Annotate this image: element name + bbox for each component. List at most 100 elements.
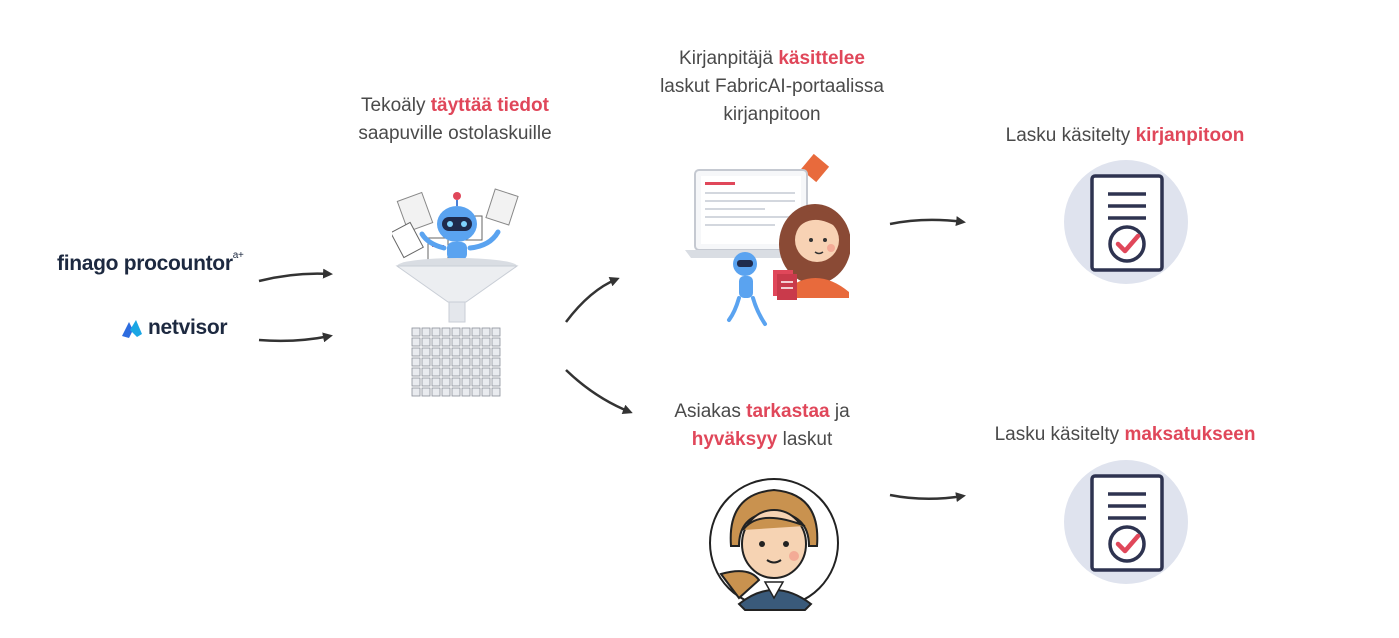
- invoice-thumbnail: [451, 327, 461, 337]
- invoice-thumbnail: [471, 367, 481, 377]
- accountant-caption-highlight: käsittelee: [778, 48, 865, 69]
- robot-funnel-illustration: [392, 188, 519, 397]
- invoice-thumbnail: [471, 357, 481, 367]
- document-check-icon: [1064, 160, 1188, 284]
- invoice-thumbnail: [491, 377, 501, 387]
- invoice-thumbnail: [491, 357, 501, 367]
- invoice-thumbnail: [491, 337, 501, 347]
- invoice-thumbnail: [411, 347, 421, 357]
- robot-icon: [727, 252, 797, 326]
- invoice-thumbnail: [431, 367, 441, 377]
- invoice-thumbnail: [441, 357, 451, 367]
- arrow-icon: [258, 332, 333, 343]
- invoice-thumbnail: [421, 337, 431, 347]
- invoice-thumbnail: [431, 347, 441, 357]
- woman-avatar-icon: [709, 478, 839, 611]
- invoice-thumbnail: [441, 347, 451, 357]
- accountant-illustration: [685, 153, 850, 326]
- ai-caption-text: Tekoäly: [361, 95, 431, 116]
- customer-avatar-illustration: [709, 478, 839, 611]
- invoice-thumbnail: [411, 377, 421, 387]
- invoice-thumbnail: [431, 337, 441, 347]
- invoice-thumbnail: [461, 337, 471, 347]
- invoice-thumbnail: [441, 337, 451, 347]
- invoice-thumbnail: [491, 367, 501, 377]
- customer-caption-text: Asiakas: [674, 401, 747, 422]
- invoice-thumbnail: [491, 347, 501, 357]
- invoice-thumbnail: [451, 357, 461, 367]
- invoice-thumbnail: [481, 347, 491, 357]
- invoice-thumbnail: [481, 327, 491, 337]
- invoice-thumbnail: [411, 327, 421, 337]
- robot-icon: [419, 192, 501, 260]
- ai-caption-line2: saapuville ostolaskuille: [358, 123, 552, 144]
- invoice-thumbnail: [491, 387, 501, 397]
- invoice-thumbnail: [471, 327, 481, 337]
- invoice-thumbnail: [421, 367, 431, 377]
- invoice-thumbnail: [441, 377, 451, 387]
- arrow-icon: [889, 216, 966, 227]
- invoice-thumbnail: [421, 347, 431, 357]
- invoice-thumbnail: [411, 367, 421, 377]
- accountant-step-caption: Kirjanpitäjä käsittelee laskut FabricAI-…: [612, 45, 932, 129]
- invoice-thumbnail: [451, 377, 461, 387]
- invoice-thumbnail: [421, 387, 431, 397]
- invoice-thumbnail: [441, 387, 451, 397]
- customer-step-caption: Asiakas tarkastaa ja hyväksyy laskut: [612, 398, 912, 454]
- invoice-thumbnail: [461, 357, 471, 367]
- invoice-thumbnail: [461, 387, 471, 397]
- laptop-icon: [685, 169, 817, 258]
- customer-caption-highlight: tarkastaa: [746, 401, 830, 422]
- invoice-thumbnail: [421, 357, 431, 367]
- document-check-icon: [1064, 460, 1188, 584]
- result-payment-text: Lasku käsitelty: [994, 424, 1125, 445]
- customer-caption-highlight2: hyväksyy: [691, 429, 778, 450]
- result-bookkeeping-caption: Lasku käsitelty kirjanpitoon: [960, 122, 1290, 150]
- netvisor-icon: [122, 320, 142, 338]
- invoice-thumbnail: [481, 357, 491, 367]
- invoice-thumbnail: [481, 367, 491, 377]
- invoice-thumbnail: [481, 337, 491, 347]
- invoice-thumbnail: [411, 337, 421, 347]
- invoice-thumbnail: [431, 377, 441, 387]
- funnel-icon: [395, 258, 519, 323]
- accountant-caption-line2: laskut FabricAI-portaalissa: [660, 76, 884, 97]
- invoice-thumbnail: [471, 377, 481, 387]
- invoice-thumbnail: [491, 327, 501, 337]
- invoice-grid: [411, 327, 501, 397]
- result-payment-caption: Lasku käsitelty maksatukseen: [955, 421, 1295, 449]
- netvisor-logo-text: netvisor: [148, 316, 228, 339]
- accountant-caption-line3: kirjanpitoon: [723, 104, 821, 125]
- invoice-thumbnail: [461, 367, 471, 377]
- invoice-thumbnail: [411, 387, 421, 397]
- arrow-icon: [258, 268, 333, 283]
- invoice-thumbnail: [431, 357, 441, 367]
- invoice-thumbnail: [421, 327, 431, 337]
- netvisor-logo: netvisor: [120, 314, 250, 344]
- invoice-thumbnail: [461, 347, 471, 357]
- invoice-thumbnail: [471, 347, 481, 357]
- invoice-thumbnail: [481, 377, 491, 387]
- invoice-thumbnail: [471, 387, 481, 397]
- invoice-thumbnail: [451, 387, 461, 397]
- finago-procountor-logo: finago procountora+: [57, 250, 247, 282]
- invoice-thumbnail: [461, 377, 471, 387]
- invoice-thumbnail: [451, 337, 461, 347]
- accountant-caption-text: Kirjanpitäjä: [679, 48, 779, 69]
- invoice-thumbnail: [411, 357, 421, 367]
- finago-logo-mark: a+: [232, 250, 244, 261]
- woman-avatar-icon: [779, 204, 850, 298]
- customer-caption-after: ja: [829, 401, 850, 422]
- invoice-thumbnail: [431, 327, 441, 337]
- result-bookkeeping-text: Lasku käsitelty: [1005, 125, 1136, 146]
- customer-caption-after2: laskut: [777, 429, 833, 450]
- arrow-icon: [889, 492, 966, 503]
- invoice-thumbnail: [461, 327, 471, 337]
- finago-logo-text: finago procountor: [57, 252, 233, 275]
- invoice-thumbnail: [451, 347, 461, 357]
- result-payment-highlight: maksatukseen: [1124, 424, 1256, 445]
- invoice-thumbnail: [431, 387, 441, 397]
- result-bookkeeping-highlight: kirjanpitoon: [1135, 125, 1245, 146]
- ai-step-caption: Tekoäly täyttää tiedot saapuville ostola…: [300, 92, 610, 148]
- invoice-thumbnail: [451, 367, 461, 377]
